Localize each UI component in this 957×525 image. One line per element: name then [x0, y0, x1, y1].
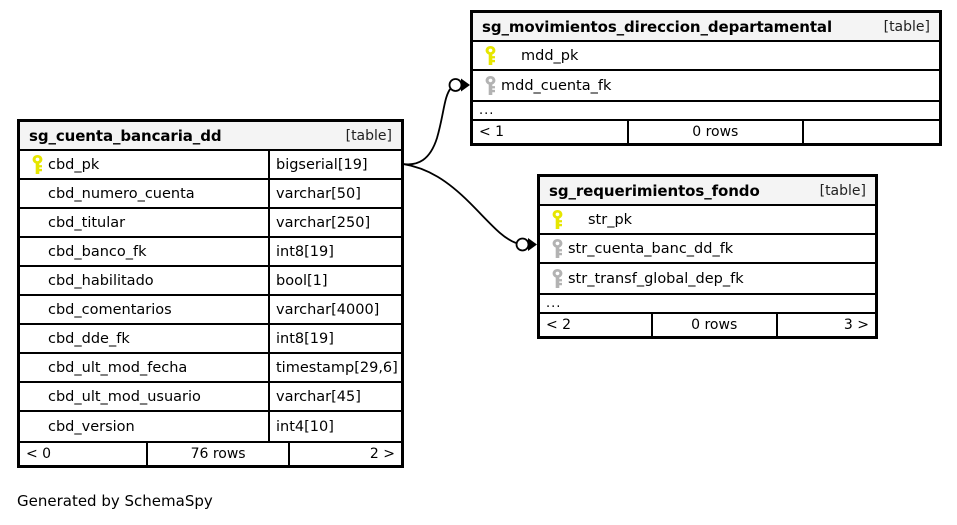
column-type: varchar[4000] [268, 296, 401, 323]
column-name: cbd_ult_mod_usuario [48, 388, 201, 405]
table-sg-movimientos-direccion-departamental[interactable]: sg_movimientos_direccion_departamental [… [470, 10, 942, 146]
column-name-cell: cbd_dde_fk [20, 325, 268, 352]
column-name: cbd_banco_fk [48, 243, 147, 260]
footer-row-count: 76 rows [145, 443, 291, 465]
footer-parent-count: < 0 [26, 446, 52, 462]
column-type: varchar[50] [268, 180, 401, 207]
primary-key-icon [546, 210, 568, 229]
column-type: int4[10] [268, 412, 401, 441]
column-name: str_transf_global_dep_fk [568, 270, 744, 287]
column-name: cbd_ult_mod_fecha [48, 359, 188, 376]
column-name: cbd_numero_cuenta [48, 185, 195, 202]
more-columns-ellipsis: ... [473, 102, 939, 121]
table-header: sg_cuenta_bancaria_dd [table] [20, 122, 401, 151]
column-name: str_pk [588, 211, 633, 228]
column-type: int8[19] [268, 325, 401, 352]
column-name-cell: mdd_cuenta_fk [473, 71, 939, 100]
column-row[interactable]: cbd_comentarios varchar[4000] [20, 296, 401, 325]
table-title: sg_requerimientos_fondo [549, 181, 760, 200]
table-type-tag: [table] [345, 127, 392, 144]
column-row[interactable]: cbd_version int4[10] [20, 412, 401, 441]
footer-parent-count: < 1 [479, 124, 505, 140]
arrow-head [528, 238, 537, 251]
column-type: bigserial[19] [268, 151, 401, 178]
column-row[interactable]: cbd_ult_mod_usuario varchar[45] [20, 383, 401, 412]
primary-key-icon [479, 46, 501, 65]
column-row[interactable]: cbd_banco_fk int8[19] [20, 238, 401, 267]
column-name-cell: cbd_comentarios [20, 296, 268, 323]
table-type-tag: [table] [819, 182, 866, 199]
footer-row-count: 0 rows [626, 121, 804, 143]
footer-row-count: 0 rows [650, 314, 778, 336]
column-type: timestamp[29,6] [268, 354, 401, 381]
column-row[interactable]: cbd_titular varchar[250] [20, 209, 401, 238]
column-name: cbd_titular [48, 214, 126, 231]
column-row[interactable]: mdd_cuenta_fk [473, 71, 939, 100]
column-type: varchar[45] [268, 383, 401, 410]
table-header: sg_movimientos_direccion_departamental [… [473, 13, 939, 42]
footer-child-count: 3 > [843, 317, 869, 333]
table-footer: < 0 76 rows 2 > [20, 443, 401, 465]
table-footer: < 2 0 rows 3 > [540, 314, 875, 336]
table-sg-cuenta-bancaria-dd[interactable]: sg_cuenta_bancaria_dd [table] cbd_pk bigs… [17, 119, 404, 468]
column-row[interactable]: str_pk [540, 206, 875, 235]
column-row[interactable]: cbd_dde_fk int8[19] [20, 325, 401, 354]
zero-or-one-marker [448, 78, 463, 92]
column-name-cell: mdd_pk [473, 42, 939, 69]
column-row[interactable]: str_transf_global_dep_fk [540, 264, 875, 293]
column-name-cell: str_cuenta_banc_dd_fk [540, 235, 875, 262]
footer-child-count [804, 121, 939, 143]
foreign-key-icon [546, 269, 568, 288]
primary-key-icon [26, 155, 48, 174]
footer-child-count: 2 > [369, 446, 395, 462]
relationship-line-str-cuenta-banc-dd-fk [402, 163, 537, 252]
column-name-cell: str_transf_global_dep_fk [540, 264, 875, 293]
table-header: sg_requerimientos_fondo [table] [540, 177, 875, 206]
column-row[interactable]: cbd_numero_cuenta varchar[50] [20, 180, 401, 209]
column-name: cbd_comentarios [48, 301, 172, 318]
foreign-key-icon [479, 76, 501, 95]
table-columns: str_pk str_cuenta_banc_dd_fk str_transf_gl… [540, 206, 875, 295]
column-name: mdd_cuenta_fk [501, 77, 612, 94]
foreign-key-icon [546, 239, 568, 258]
column-row[interactable]: cbd_habilitado bool[1] [20, 267, 401, 296]
column-name-cell: cbd_ult_mod_usuario [20, 383, 268, 410]
column-name-cell: cbd_numero_cuenta [20, 180, 268, 207]
column-row[interactable]: cbd_ult_mod_fecha timestamp[29,6] [20, 354, 401, 383]
column-name-cell: cbd_ult_mod_fecha [20, 354, 268, 381]
column-name-cell: cbd_banco_fk [20, 238, 268, 265]
table-title: sg_cuenta_bancaria_dd [29, 126, 222, 145]
column-name: str_cuenta_banc_dd_fk [568, 240, 734, 257]
column-row[interactable]: mdd_pk [473, 42, 939, 71]
column-type: bool[1] [268, 267, 401, 294]
table-type-tag: [table] [883, 18, 930, 35]
column-name-cell: cbd_version [20, 412, 268, 441]
column-name-cell: cbd_pk [20, 151, 268, 178]
diagram-caption: Generated by SchemaSpy [17, 492, 213, 510]
arrow-head [461, 78, 470, 92]
column-name-cell: cbd_titular [20, 209, 268, 236]
column-type: varchar[250] [268, 209, 401, 236]
footer-parent-count: < 2 [546, 317, 572, 333]
zero-or-one-marker [515, 237, 530, 252]
column-row[interactable]: cbd_pk bigserial[19] [20, 151, 401, 180]
table-columns: mdd_pk mdd_cuenta_fk [473, 42, 939, 102]
more-columns-ellipsis: ... [540, 295, 875, 314]
column-name: cbd_dde_fk [48, 330, 130, 347]
table-title: sg_movimientos_direccion_departamental [482, 17, 832, 36]
column-name: cbd_habilitado [48, 272, 154, 289]
column-name: cbd_version [48, 418, 135, 435]
column-row[interactable]: str_cuenta_banc_dd_fk [540, 235, 875, 264]
column-name: mdd_pk [521, 47, 579, 64]
column-name: cbd_pk [48, 156, 100, 173]
relationship-line-mdd-cuenta-fk [402, 78, 470, 166]
column-name-cell: cbd_habilitado [20, 267, 268, 294]
table-footer: < 1 0 rows [473, 121, 939, 143]
column-name-cell: str_pk [540, 206, 875, 233]
column-type: int8[19] [268, 238, 401, 265]
